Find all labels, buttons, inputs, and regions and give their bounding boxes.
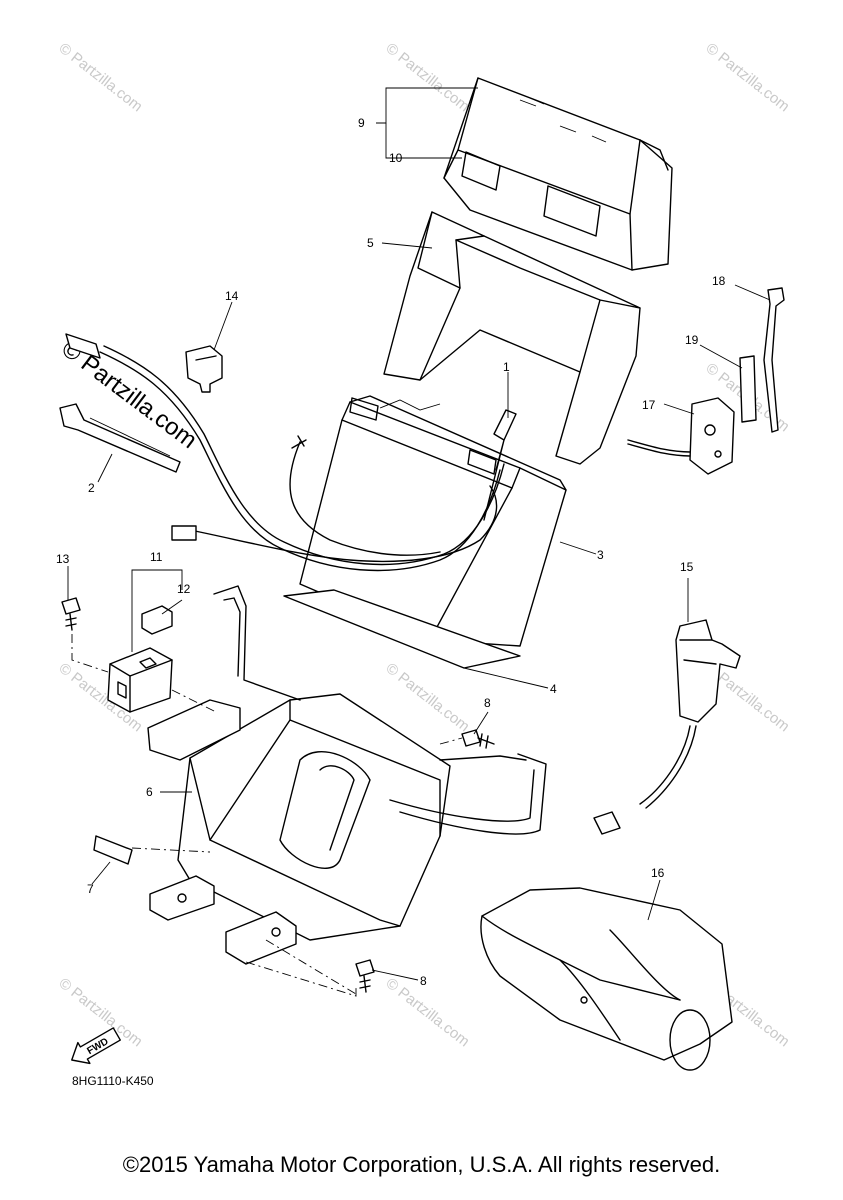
fwd-arrow: FWD [71,1027,121,1065]
watermark-faint: © Partzilla.com [383,40,473,116]
callout-15: 15 [680,560,694,574]
part-14-clip [185,345,223,393]
part-7-pad [93,835,133,865]
diagram-code: 8HG1110-K450 [72,1074,154,1088]
part-12-fuse [141,605,173,635]
callout-17: 17 [642,398,656,412]
callout-18: 18 [712,274,726,288]
callout-8: 8 [420,974,427,988]
callout-8: 8 [484,696,491,710]
watermark-faint: © Partzilla.com [703,40,793,116]
part-6-battery-box [147,693,451,965]
part-5-battery-band [383,211,641,465]
watermark-faint: © Partzilla.com [383,975,473,1051]
callout-19: 19 [685,333,699,347]
part-8-bolt [461,729,495,749]
part-1-2-battery-leads [59,333,517,572]
part-16-cover [480,887,733,1071]
callout-numbers: 1 2 3 4 5 6 7 8 8 9 10 11 12 13 14 15 16… [56,116,726,988]
callout-14: 14 [225,289,239,303]
part-13-bolt [61,597,81,631]
callout-6: 6 [146,785,153,799]
callout-10: 10 [389,151,403,165]
fwd-label: FWD [85,1036,110,1057]
callout-3: 3 [597,548,604,562]
part-15-accessory-socket [593,619,741,835]
watermark-faint: © Partzilla.com [56,40,146,116]
battery-box-rails [213,585,547,835]
part-8-bolt [355,959,375,993]
watermark-faint: © Partzilla.com [383,660,473,736]
callout-16: 16 [651,866,665,880]
part-18-cable-tie [763,287,785,433]
part-9-battery-cover [443,77,673,271]
callout-12: 12 [177,582,191,596]
callout-11: 11 [150,550,163,564]
callout-13: 13 [56,552,70,566]
callout-9: 9 [358,116,365,130]
part-19-pad [739,355,757,423]
callout-5: 5 [367,236,374,250]
callout-4: 4 [550,682,557,696]
part-17-sensor [627,397,735,475]
assembly-lines [71,634,463,997]
leader-lines [67,87,771,981]
callout-7: 7 [87,882,94,896]
part-11-starter-relay [107,647,173,713]
callout-1: 1 [503,360,510,374]
part-4-battery-pad [283,589,521,669]
callout-2: 2 [88,481,95,495]
copyright-notice: ©2015 Yamaha Motor Corporation, U.S.A. A… [122,1152,721,1177]
